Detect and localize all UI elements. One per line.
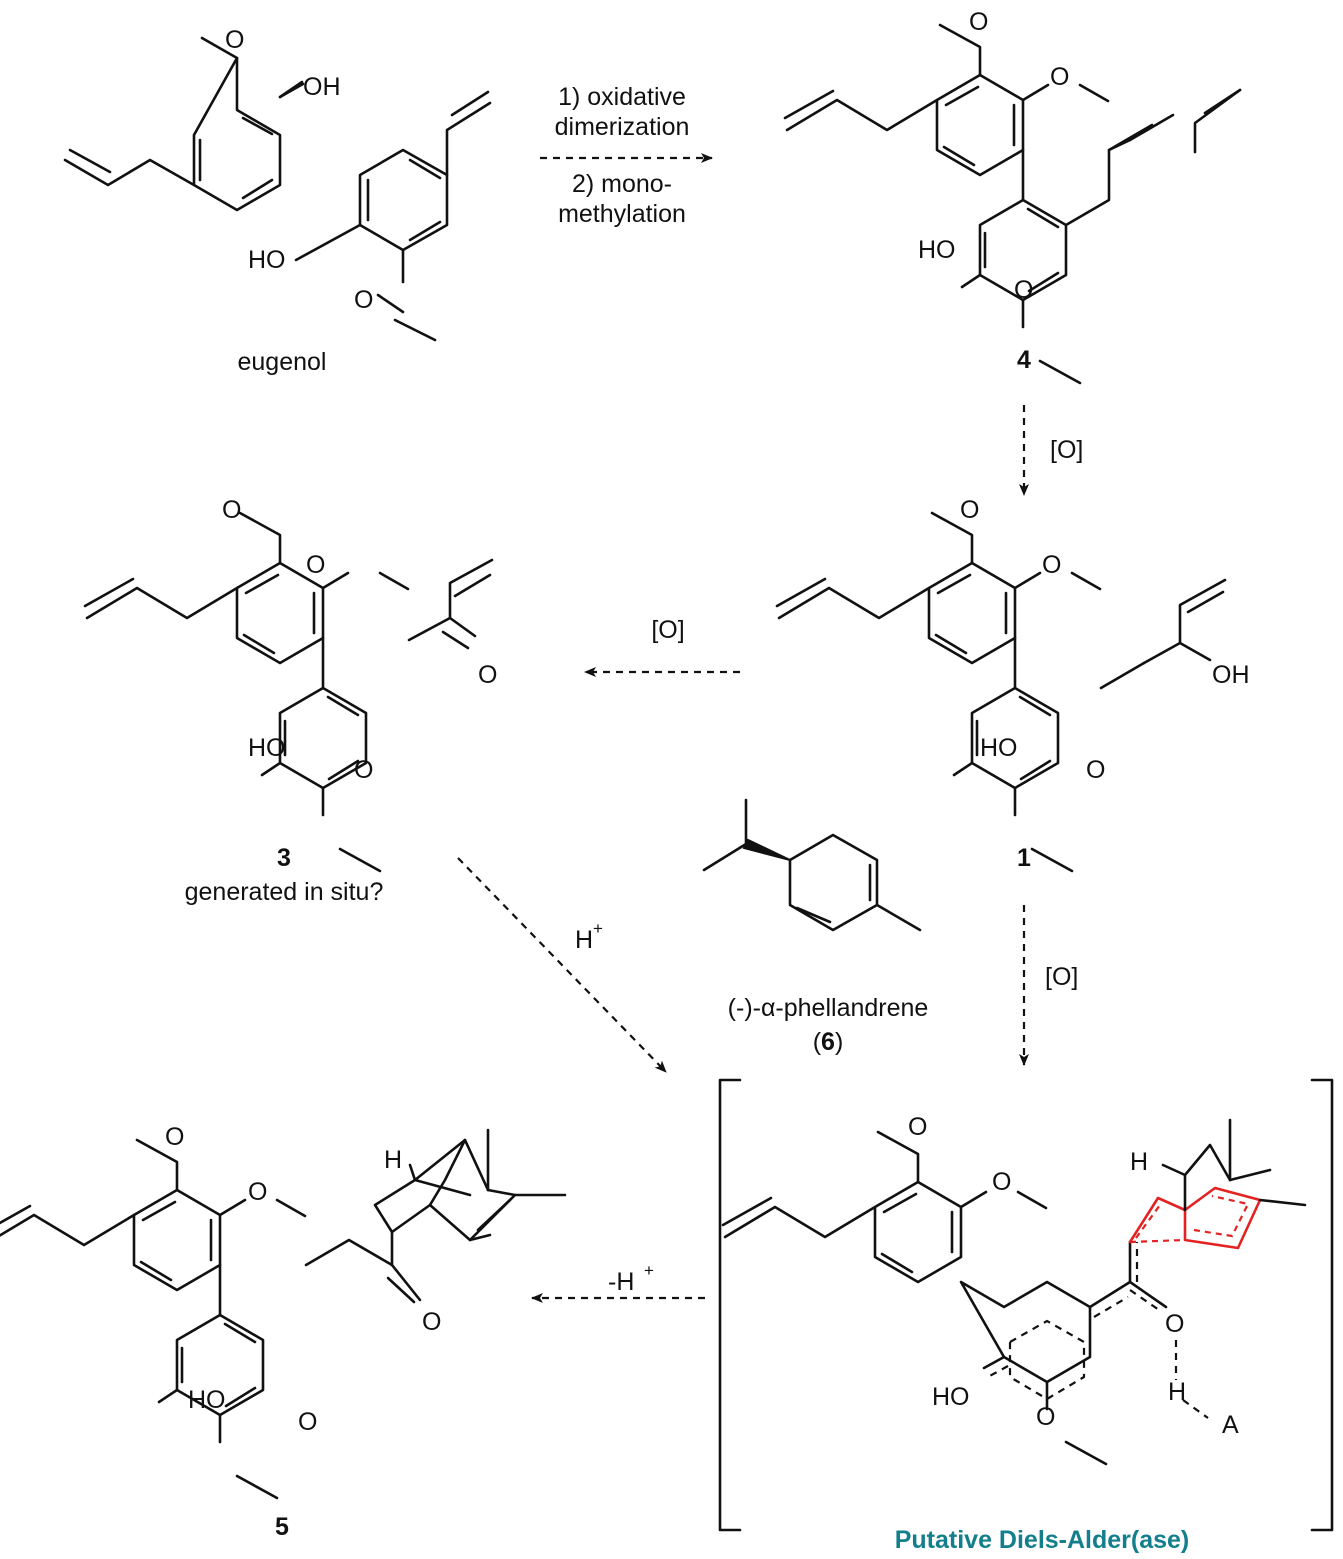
ts-o-right: O xyxy=(992,1168,1011,1196)
compound-4-structure xyxy=(783,23,1175,385)
compound-1-structure xyxy=(775,511,1146,873)
compound-3-note: generated in situ? xyxy=(185,878,384,906)
c4-o-right: O xyxy=(1050,63,1069,91)
phellandrene-structure xyxy=(702,798,922,932)
phellandrene-label: (6) xyxy=(813,1028,844,1056)
compound-3-structure xyxy=(83,511,410,873)
phellandrene-name: (-)-α-phellandrene xyxy=(728,994,929,1022)
arrow-ox2-label: [O] xyxy=(651,616,684,644)
ts-h-top: H xyxy=(1130,1148,1148,1176)
compound-5-bicycle xyxy=(304,1128,567,1304)
c5-h: H xyxy=(384,1146,402,1174)
compound-3-label: 3 xyxy=(277,844,291,872)
eugenol-oh-upper: OH xyxy=(303,73,341,101)
c5-o-right: O xyxy=(248,1178,267,1206)
c1-o-right: O xyxy=(1042,551,1061,579)
c4-o-top: O xyxy=(969,8,988,36)
ts-o-top: O xyxy=(908,1113,927,1141)
compound-1-label: 1 xyxy=(1017,844,1031,872)
ts-structure xyxy=(721,1130,1209,1466)
arrow-acid-sup: + xyxy=(593,919,603,938)
eugenol-structure xyxy=(63,36,492,342)
arrow-deprot-label: -H xyxy=(608,1268,634,1296)
arrow-step2-line1: 2) mono- xyxy=(572,170,672,198)
c3-ho: HO xyxy=(248,734,286,762)
c1-o-top: O xyxy=(960,496,979,524)
ts-highlight xyxy=(1128,1186,1262,1250)
eugenol-label: eugenol xyxy=(238,348,327,376)
arrow-acid-label: H xyxy=(575,926,593,954)
ts-bicycle xyxy=(1161,1118,1307,1212)
arrow-deprot-sup: + xyxy=(644,1261,654,1280)
ts-carbonyl-o: O xyxy=(1165,1310,1184,1338)
ts-o-bottom: O xyxy=(1036,1403,1055,1431)
eugenol-o-upper: O xyxy=(225,26,244,54)
c5-o-top: O xyxy=(165,1123,184,1151)
compound-5-label: 5 xyxy=(275,1513,289,1541)
ts-bracket-right xyxy=(1310,1078,1334,1532)
compound-1-sidechain xyxy=(1142,578,1227,665)
arrow-acid xyxy=(457,857,667,1073)
ts-label: Putative Diels-Alder(ase) xyxy=(895,1526,1190,1554)
ts-bracket-left xyxy=(718,1078,742,1532)
arrow-ox3-label: [O] xyxy=(1045,963,1078,991)
ts-h-bond: H xyxy=(1168,1378,1186,1406)
arrow-ox1-label: [O] xyxy=(1050,436,1083,464)
compound-3-enone xyxy=(407,558,494,650)
compound-4-label: 4 xyxy=(1017,346,1031,374)
c3-o-top: O xyxy=(222,496,241,524)
eugenol-o-lower: O xyxy=(354,286,373,314)
c5-ho: HO xyxy=(188,1386,226,1414)
ts-acid-a: A xyxy=(1222,1411,1239,1439)
c3-ketone-o: O xyxy=(478,661,497,689)
compound-4-allyl xyxy=(1193,88,1242,154)
ts-ho: HO xyxy=(932,1383,970,1411)
c1-o-bottom: O xyxy=(1086,756,1105,784)
eugenol-ho-lower: HO xyxy=(248,246,286,274)
c3-o-right: O xyxy=(306,551,325,579)
c4-o-bottom: O xyxy=(1014,276,1033,304)
c1-ho: HO xyxy=(980,734,1018,762)
c5-o-bottom: O xyxy=(298,1408,317,1436)
c1-oh: OH xyxy=(1212,661,1250,689)
c3-o-bottom: O xyxy=(354,756,373,784)
arrow-step1-line2: dimerization xyxy=(555,113,690,141)
c4-ho: HO xyxy=(918,236,956,264)
c5-ketone-o: O xyxy=(422,1308,441,1336)
arrow-step1-line1: 1) oxidative xyxy=(558,83,686,111)
arrow-step2-line2: methylation xyxy=(558,200,686,228)
